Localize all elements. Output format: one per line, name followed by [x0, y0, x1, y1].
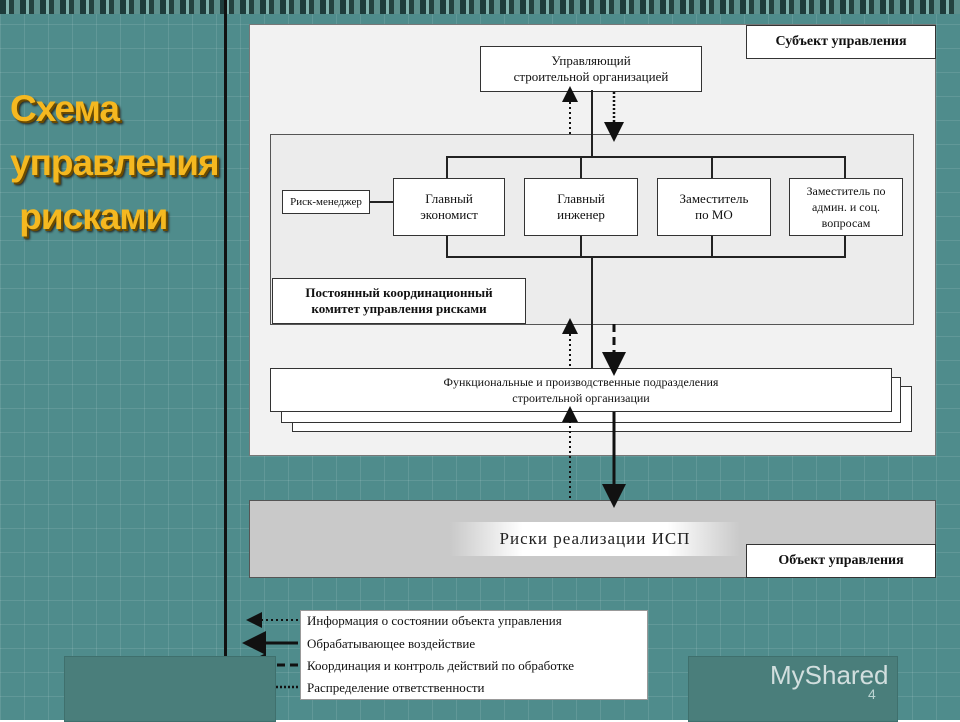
slide-title: Схема управления рисками: [10, 88, 220, 237]
role-box-4: Заместитель по админ. и соц. вопросам: [789, 178, 903, 236]
risk-manager-connector: [368, 201, 393, 203]
bus-drop-3: [711, 156, 713, 178]
manager-box: Управляющий строительной организацией: [480, 46, 702, 92]
object-label: Объект управления: [746, 544, 936, 578]
circuit-board-strip: [0, 0, 960, 14]
roles-bottom-bus: [446, 256, 846, 258]
bus-rise-3: [711, 234, 713, 256]
legend-item-4: Распределение ответственности: [307, 680, 485, 695]
bus-rise-2: [580, 234, 582, 256]
legend: Информация о состоянии объекта управлени…: [248, 610, 648, 700]
role-box-3: Заместитель по МО: [657, 178, 771, 236]
subject-label: Субъект управления: [746, 25, 936, 59]
committee-connector: [591, 256, 593, 368]
risk-manager-box: Риск-менеджер: [282, 190, 370, 214]
departments-box: Функциональные и производственные подраз…: [270, 368, 892, 412]
role-box-1: Главный экономист: [393, 178, 505, 236]
page-number: 4: [868, 686, 876, 702]
legend-box: Информация о состоянии объекта управлени…: [300, 610, 648, 700]
legend-item-2: Обрабатывающее воздействие: [307, 636, 476, 651]
role-box-2: Главный инженер: [524, 178, 638, 236]
legend-item-1: Информация о состоянии объекта управлени…: [307, 613, 562, 628]
manager-connector: [591, 90, 593, 156]
bus-drop-4: [844, 156, 846, 178]
bus-drop-2: [580, 156, 582, 178]
committee-label: Постоянный координационный комитет управ…: [272, 278, 526, 324]
bus-drop-1: [446, 156, 448, 178]
risks-label: Риски реализации ИСП: [450, 522, 740, 556]
roles-top-bus: [446, 156, 846, 158]
bus-rise-4: [844, 234, 846, 256]
legend-item-3: Координация и контроль действий по обраб…: [307, 658, 575, 673]
footer-block-left: [64, 656, 276, 722]
bus-rise-1: [446, 234, 448, 256]
divider-line: [224, 0, 227, 720]
watermark-logo: MyShared: [770, 660, 889, 690]
